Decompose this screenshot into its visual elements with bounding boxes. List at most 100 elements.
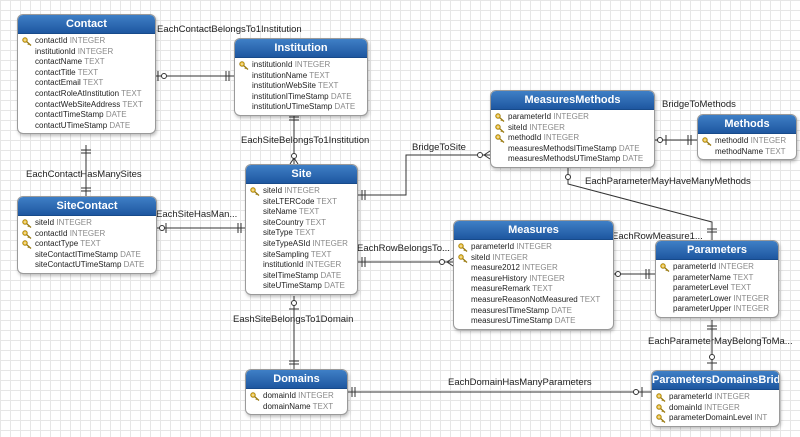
field-type: DATE [551, 305, 572, 315]
field-row[interactable]: institutionId INTEGER [22, 47, 151, 58]
field-type: TEXT [294, 228, 316, 238]
field-row[interactable]: measure2012 INTEGER [458, 263, 609, 274]
field-row[interactable]: parameterUpper INTEGER [660, 304, 774, 315]
rel-label-site-domain: EashSiteBelongsTo1Domain [233, 314, 354, 325]
field-row[interactable]: siteSampling TEXT [250, 250, 353, 261]
field-row[interactable]: contactRoleAtInstitution TEXT [22, 89, 151, 100]
field-name: siteContactITimeStamp [35, 249, 118, 259]
field-row[interactable]: parameterId INTEGER [495, 112, 650, 123]
field-type: TEXT [84, 57, 105, 67]
field-row[interactable]: siteITimeStamp DATE [250, 271, 353, 282]
field-row[interactable]: siteContactUTimeStamp DATE [22, 260, 152, 271]
field-type: INTEGER [298, 391, 334, 400]
field-type: INTEGER [516, 242, 552, 251]
field-name: parameterUpper [673, 304, 732, 314]
field-row[interactable]: parameterName TEXT [660, 273, 774, 284]
field-name: measureRemark [471, 284, 531, 294]
primary-key-icon [239, 61, 249, 70]
field-row[interactable]: measuresMethodsUTimeStamp DATE [495, 154, 650, 165]
field-row[interactable]: siteId INTEGER [458, 253, 609, 264]
field-name: siteUTimeStamp [263, 281, 322, 291]
field-row[interactable]: institutionId INTEGER [250, 260, 353, 271]
field-row[interactable]: parameterId INTEGER [458, 242, 609, 253]
primary-key-icon [495, 123, 505, 133]
primary-key-icon [250, 187, 260, 196]
field-row[interactable]: siteName TEXT [250, 207, 353, 218]
field-row[interactable]: domainName TEXT [250, 402, 343, 413]
entity-parametersdomainsbridge[interactable]: ParametersDomainsBridge parameterId INTE… [651, 370, 780, 427]
field-row[interactable]: contactId INTEGER [22, 229, 152, 240]
field-row[interactable]: institutionUTimeStamp DATE [239, 102, 363, 113]
field-row[interactable]: measuresUTimeStamp DATE [458, 316, 609, 327]
field-row[interactable]: measureHistory INTEGER [458, 274, 609, 285]
field-row[interactable]: siteCountry TEXT [250, 218, 353, 229]
field-row[interactable]: measuresITimeStamp DATE [458, 306, 609, 317]
field-row[interactable]: parameterLevel TEXT [660, 283, 774, 294]
field-type: INTEGER [77, 46, 114, 56]
field-type: INTEGER [733, 293, 770, 303]
field-name: institutionWebSite [252, 81, 316, 91]
field-row[interactable]: siteType TEXT [250, 228, 353, 239]
field-row[interactable]: contactEmail TEXT [22, 78, 151, 89]
field-row[interactable]: institutionWebSite TEXT [239, 81, 363, 92]
field-row[interactable]: methodName TEXT [702, 147, 792, 158]
field-type: INTEGER [733, 304, 770, 314]
field-row[interactable]: contactITimeStamp DATE [22, 110, 151, 121]
field-name: contactId [35, 228, 68, 238]
field-type: INTEGER [529, 122, 565, 132]
field-row[interactable]: measureReasonNotMeasured TEXT [458, 295, 609, 306]
field-name: siteType [263, 228, 293, 238]
field-name: institutionId [35, 46, 76, 56]
field-row[interactable]: methodId INTEGER [495, 133, 650, 144]
field-type: INTEGER [522, 263, 558, 273]
primary-key-icon [656, 393, 666, 402]
field-row[interactable]: contactType TEXT [22, 239, 152, 250]
field-row[interactable]: institutionName TEXT [239, 71, 363, 82]
field-row[interactable]: siteId INTEGER [495, 123, 650, 134]
field-row[interactable]: measuresMethodsITimeStamp DATE [495, 144, 650, 155]
field-row[interactable]: siteId INTEGER [22, 218, 152, 229]
field-row[interactable]: parameterDomainLevel INT [656, 413, 775, 424]
field-row[interactable]: methodId INTEGER [702, 136, 792, 147]
field-row[interactable]: parameterId INTEGER [656, 392, 775, 403]
field-row[interactable]: contactWebSiteAddress TEXT [22, 100, 151, 111]
field-row[interactable]: institutionId INTEGER [239, 60, 363, 71]
field-row[interactable]: siteId INTEGER [250, 186, 353, 197]
field-type: TEXT [298, 207, 320, 217]
field-row[interactable]: parameterLower INTEGER [660, 294, 774, 305]
field-row[interactable]: siteUTimeStamp DATE [250, 281, 353, 292]
field-row[interactable]: contactId INTEGER [22, 36, 151, 47]
field-type: INTEGER [492, 252, 528, 262]
field-row[interactable]: contactTitle TEXT [22, 68, 151, 79]
field-row[interactable]: siteTypeASId INTEGER [250, 239, 353, 250]
field-name: parameterLevel [673, 283, 729, 293]
field-name: measureReasonNotMeasured [471, 294, 578, 304]
field-row[interactable]: contactUTimeStamp DATE [22, 121, 151, 132]
field-type: DATE [123, 260, 145, 270]
field-row[interactable]: domainId INTEGER [656, 403, 775, 414]
primary-key-icon [250, 392, 260, 401]
primary-key-icon [458, 253, 468, 263]
field-row[interactable]: measureRemark TEXT [458, 284, 609, 295]
field-type: TEXT [305, 217, 326, 227]
field-row[interactable]: institutionITimeStamp DATE [239, 92, 363, 103]
field-row[interactable]: domainId INTEGER [250, 391, 343, 402]
field-row[interactable]: siteLTERCode TEXT [250, 197, 353, 208]
field-row[interactable]: contactName TEXT [22, 57, 151, 68]
field-name: measuresITimeStamp [471, 305, 549, 315]
field-name: domainName [263, 401, 311, 411]
field-row[interactable]: parameterId INTEGER [660, 262, 774, 273]
field-row[interactable]: siteContactITimeStamp DATE [22, 250, 152, 261]
field-type: TEXT [121, 88, 142, 98]
field-name: siteId [471, 252, 491, 262]
field-type: DATE [618, 143, 640, 153]
